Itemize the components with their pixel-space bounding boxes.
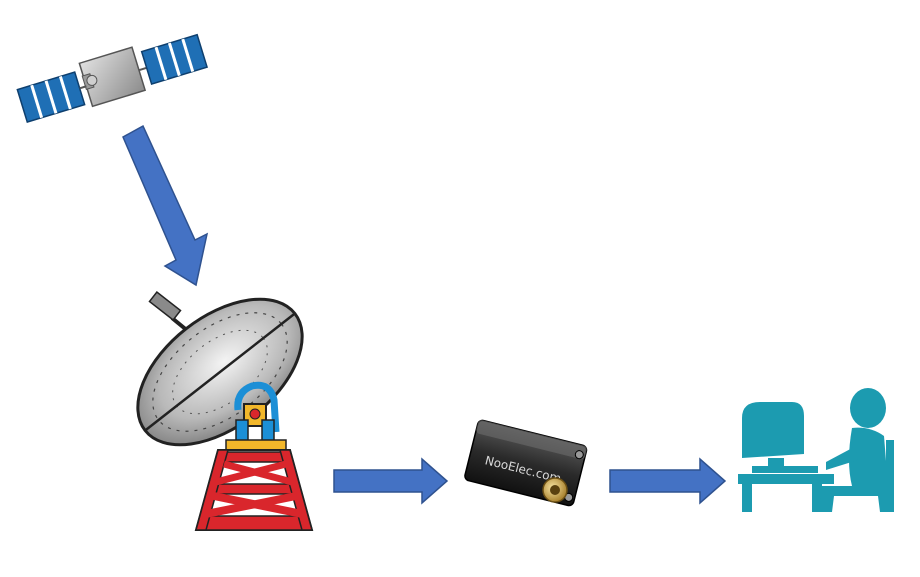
satellite-body: [78, 46, 147, 108]
sdr-dongle-icon: NooElec.com: [464, 419, 588, 507]
satellite-dish-icon: [136, 290, 304, 451]
computer-user-icon: [738, 388, 894, 512]
arrow-antenna-to-sdr: [333, 457, 449, 505]
tower-icon: [194, 449, 314, 531]
arrow-satellite-to-antenna: [122, 124, 209, 287]
solar-panel-right: [140, 33, 209, 86]
satellite-icon: [16, 33, 209, 124]
solar-panel-left: [16, 71, 86, 124]
arrow-sdr-to-computer: [609, 457, 727, 505]
